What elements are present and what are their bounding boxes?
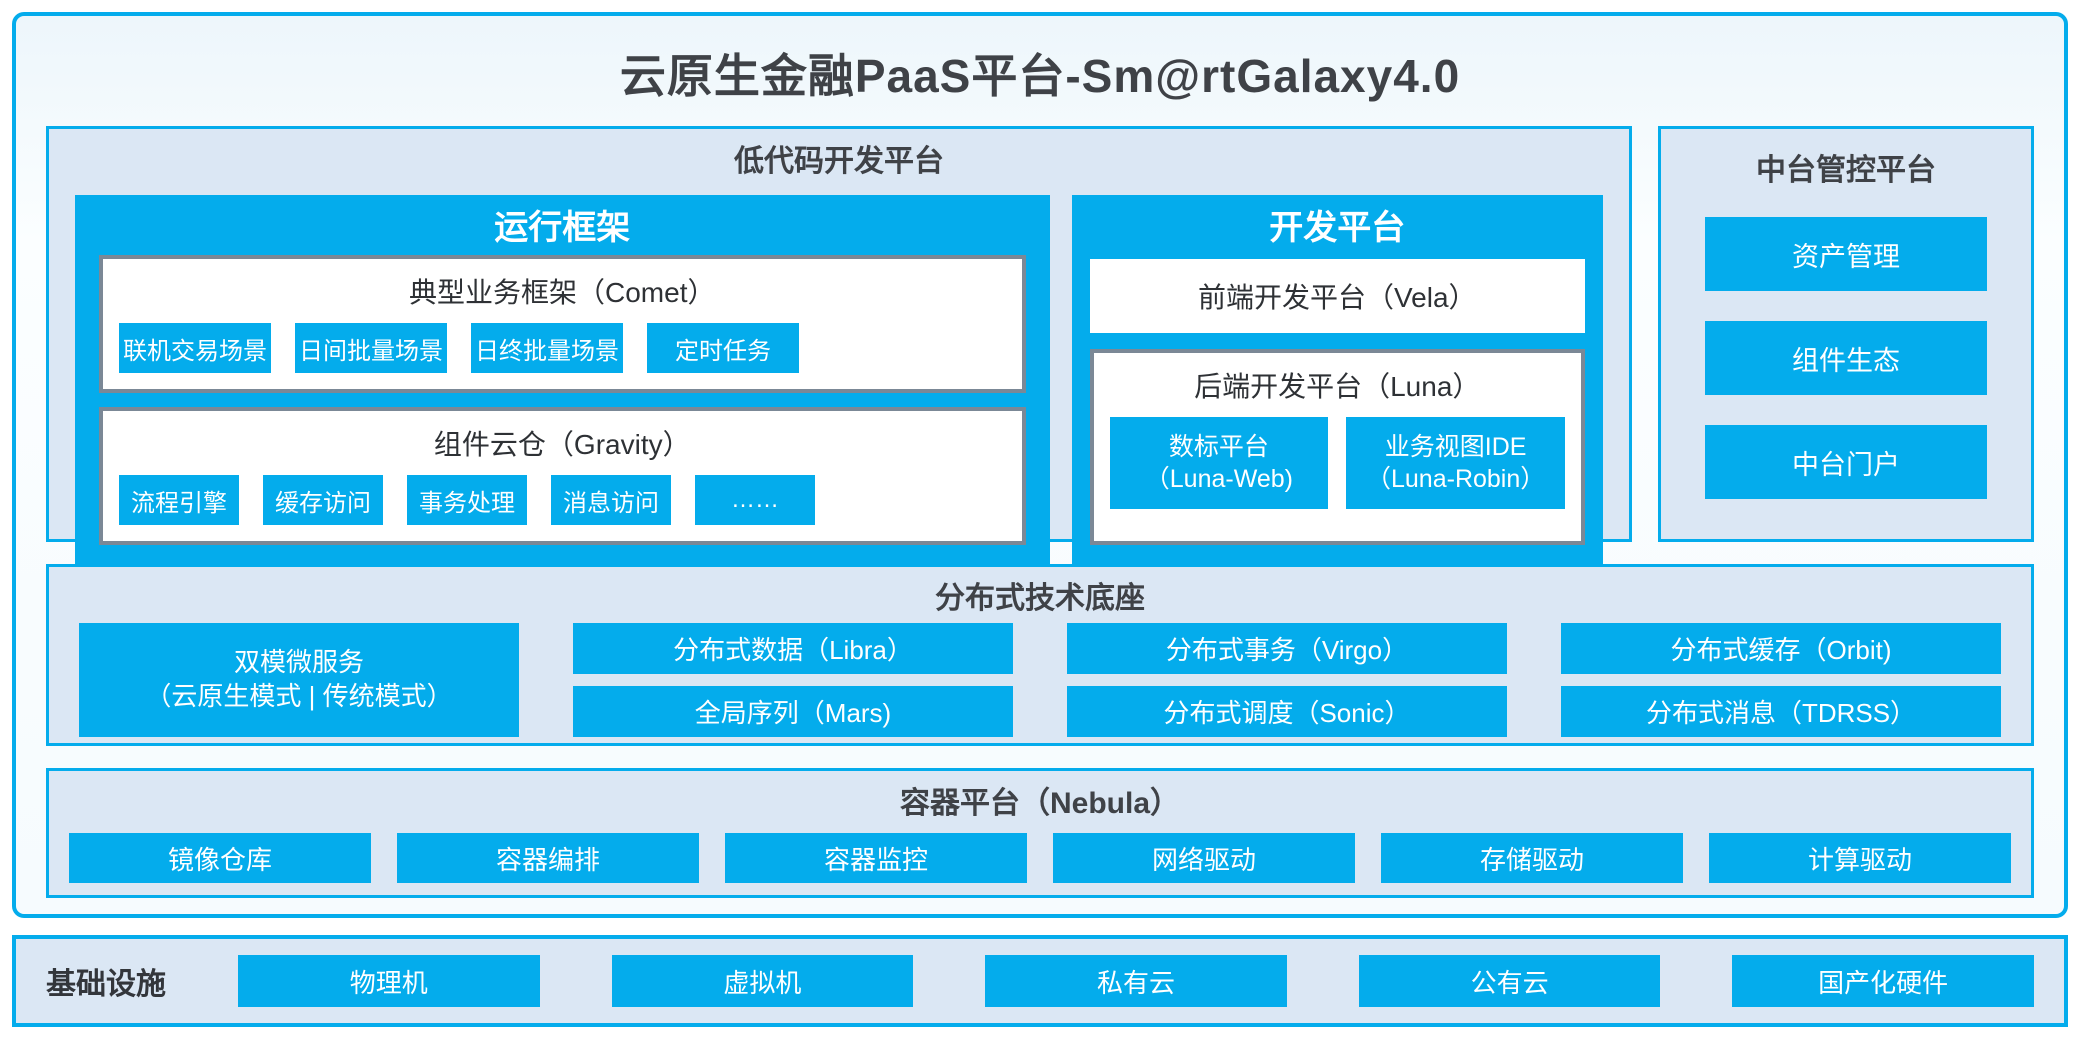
container-item-orchestration: 容器编排 <box>397 833 699 883</box>
infrastructure-title: 基础设施 <box>46 968 166 1001</box>
luna-backend-box: 后端开发平台（Luna） 数标平台 （Luna-Web) 业务视图IDE （Lu… <box>1089 349 1585 545</box>
distributed-scheduling-sonic-item: 分布式调度（Sonic） <box>1067 686 1507 737</box>
luna-web-name: 数标平台 <box>1168 432 1269 461</box>
distributed-grid: 双模微服务 （云原生模式 | 传统模式） 分布式数据（Libra） 全局序列（M… <box>79 623 2001 737</box>
distributed-transaction-virgo-item: 分布式事务（Virgo） <box>1067 623 1507 674</box>
distributed-cache-orbit-item: 分布式缓存（Orbit) <box>1561 623 2001 674</box>
comet-item-online-trading: 联机交易场景 <box>119 323 271 373</box>
comet-item-eod-batch: 日终批量场景 <box>471 323 623 373</box>
gravity-warehouse-title: 组件云仓（Gravity） <box>433 429 691 460</box>
lowcode-platform-body: 运行框架 典型业务框架（Comet） 联机交易场景 日间批量场景 日终批量场景 … <box>75 195 1603 565</box>
distributed-base-title: 分布式技术底座 <box>935 582 1145 615</box>
distributed-message-tdrss-item: 分布式消息（TDRSS） <box>1561 686 2001 737</box>
container-platform-section: 容器平台（Nebula） 镜像仓库 容器编排 容器监控 网络驱动 存储驱动 计算… <box>46 768 2034 898</box>
luna-robin-item: 业务视图IDE （Luna-Robin） <box>1346 417 1565 509</box>
luna-web-code: （Luna-Web) <box>1144 465 1293 493</box>
container-item-compute-driver: 计算驱动 <box>1709 833 2011 883</box>
container-item-network-driver: 网络驱动 <box>1053 833 1355 883</box>
dual-mode-line2: （云原生模式 | 传统模式） <box>145 681 453 711</box>
luna-backend-title: 后端开发平台（Luna） <box>1194 371 1481 402</box>
midplatform-section: 中台管控平台 资产管理 组件生态 中台门户 <box>1658 126 2034 542</box>
dev-platform-panel: 开发平台 前端开发平台（Vela） 后端开发平台（Luna） 数标平台 （Lun… <box>1071 195 1603 565</box>
lowcode-platform-section: 低代码开发平台 运行框架 典型业务框架（Comet） 联机交易场景 日间批量场景… <box>46 126 1632 565</box>
global-sequence-mars-item: 全局序列（Mars) <box>573 686 1013 737</box>
distributed-col-dual-mode: 双模微服务 （云原生模式 | 传统模式） <box>79 623 519 737</box>
container-item-monitoring: 容器监控 <box>725 833 1027 883</box>
lowcode-platform-title: 低代码开发平台 <box>734 145 944 178</box>
gravity-item-process-engine: 流程引擎 <box>119 475 239 525</box>
comet-item-scheduled-task: 定时任务 <box>647 323 799 373</box>
gravity-item-ellipsis: …… <box>695 475 815 525</box>
midplatform-item-component-ecosystem: 组件生态 <box>1705 321 1987 395</box>
midplatform-title: 中台管控平台 <box>1756 154 1936 187</box>
gravity-item-cache-access: 缓存访问 <box>263 475 383 525</box>
runtime-framework-title: 运行框架 <box>494 209 631 247</box>
luna-items-row: 数标平台 （Luna-Web) 业务视图IDE （Luna-Robin） <box>1109 417 1565 527</box>
comet-item-daytime-batch: 日间批量场景 <box>295 323 447 373</box>
comet-framework-title: 典型业务框架（Comet） <box>409 277 716 308</box>
dual-mode-microservice-item: 双模微服务 （云原生模式 | 传统模式） <box>79 623 519 737</box>
distributed-data-libra-item: 分布式数据（Libra） <box>573 623 1013 674</box>
comet-framework-box: 典型业务框架（Comet） 联机交易场景 日间批量场景 日终批量场景 定时任务 <box>99 255 1026 393</box>
infra-item-virtual-machine: 虚拟机 <box>611 955 914 1007</box>
gravity-item-message-access: 消息访问 <box>551 475 671 525</box>
distributed-col-3: 分布式缓存（Orbit) 分布式消息（TDRSS） <box>1561 623 2001 737</box>
infra-item-physical-machine: 物理机 <box>238 955 540 1007</box>
container-item-storage-driver: 存储驱动 <box>1381 833 1683 883</box>
infra-item-public-cloud: 公有云 <box>1358 955 1661 1007</box>
container-platform-title: 容器平台（Nebula） <box>899 787 1181 820</box>
distributed-col-2: 分布式事务（Virgo） 分布式调度（Sonic） <box>1067 623 1507 737</box>
infrastructure-section: 基础设施 物理机 虚拟机 私有云 公有云 国产化硬件 <box>12 935 2068 1027</box>
runtime-framework-panel: 运行框架 典型业务框架（Comet） 联机交易场景 日间批量场景 日终批量场景 … <box>75 195 1050 565</box>
distributed-col-1: 分布式数据（Libra） 全局序列（Mars) <box>573 623 1013 737</box>
luna-robin-code: （Luna-Robin） <box>1366 465 1546 493</box>
midplatform-item-asset-management: 资产管理 <box>1705 217 1987 291</box>
comet-items-row: 联机交易场景 日间批量场景 日终批量场景 定时任务 <box>119 323 1006 373</box>
infra-item-private-cloud: 私有云 <box>985 955 1287 1007</box>
page-title: 云原生金融PaaS平台-Sm@rtGalaxy4.0 <box>619 50 1461 102</box>
gravity-items-row: 流程引擎 缓存访问 事务处理 消息访问 …… <box>119 475 1006 525</box>
infra-item-domestic-hardware: 国产化硬件 <box>1732 955 2034 1007</box>
top-row: 低代码开发平台 运行框架 典型业务框架（Comet） 联机交易场景 日间批量场景… <box>46 126 2034 565</box>
container-items-row: 镜像仓库 容器编排 容器监控 网络驱动 存储驱动 计算驱动 <box>69 833 2011 883</box>
container-item-image-registry: 镜像仓库 <box>69 833 371 883</box>
gravity-warehouse-box: 组件云仓（Gravity） 流程引擎 缓存访问 事务处理 消息访问 …… <box>99 407 1026 545</box>
vela-frontend-platform: 前端开发平台（Vela） <box>1089 259 1585 333</box>
distributed-base-section: 分布式技术底座 双模微服务 （云原生模式 | 传统模式） 分布式数据（Libra… <box>46 564 2034 746</box>
gravity-item-transaction: 事务处理 <box>407 475 527 525</box>
luna-web-item: 数标平台 （Luna-Web) <box>1109 417 1329 509</box>
main-diagram-frame: 云原生金融PaaS平台-Sm@rtGalaxy4.0 低代码开发平台 运行框架 … <box>12 12 2068 918</box>
luna-robin-name: 业务视图IDE <box>1384 432 1527 461</box>
dual-mode-line1: 双模微服务 <box>233 647 364 678</box>
dev-platform-title: 开发平台 <box>1269 209 1406 247</box>
midplatform-item-portal: 中台门户 <box>1705 425 1987 499</box>
